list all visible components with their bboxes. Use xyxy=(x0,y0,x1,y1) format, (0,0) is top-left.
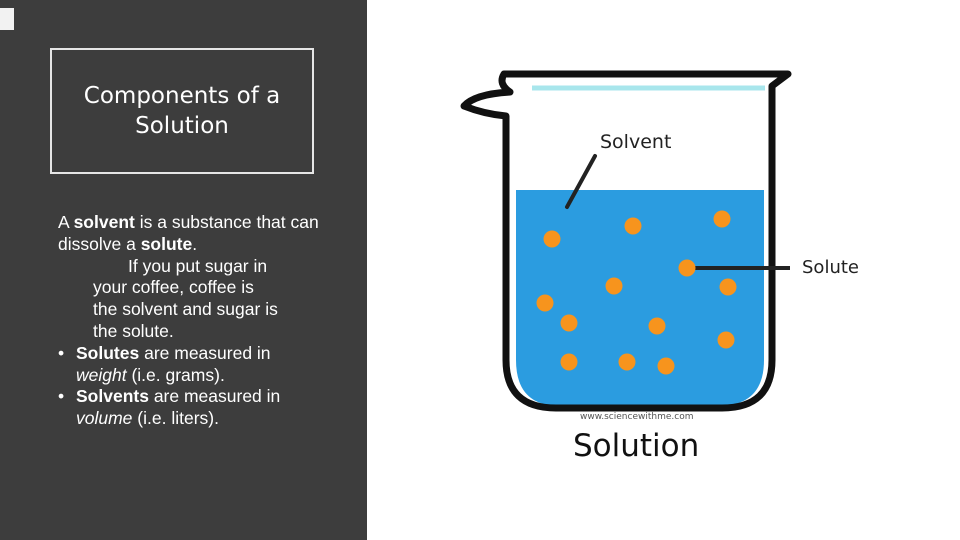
example-line-3: the solvent and sugar is xyxy=(93,299,278,320)
particle xyxy=(624,217,642,235)
solvent-pointer xyxy=(565,154,597,209)
particle xyxy=(648,317,666,335)
particle xyxy=(713,210,731,228)
left-panel: Components of a Solution A solvent is a … xyxy=(0,0,367,540)
title-box: Components of a Solution xyxy=(50,48,314,174)
beaker-diagram xyxy=(460,70,792,412)
particle xyxy=(717,331,735,349)
example-line-2: your coffee, coffee is xyxy=(93,277,254,298)
diagram-caption: Solution xyxy=(573,428,700,464)
bullet-marker: • xyxy=(58,342,65,363)
solute-label: Solute xyxy=(802,257,859,278)
body-text: A solvent is a substance that can dissol… xyxy=(58,212,358,430)
particle xyxy=(678,259,696,277)
solvent-label: Solvent xyxy=(600,131,672,153)
particle xyxy=(560,314,578,332)
watermark: www.sciencewithme.com xyxy=(580,412,694,422)
particle xyxy=(657,357,675,375)
solute-particles xyxy=(536,210,737,375)
particle xyxy=(605,277,623,295)
particle xyxy=(543,230,561,248)
example-line-4: the solute. xyxy=(93,320,174,341)
bullet-marker: • xyxy=(58,386,65,407)
particle xyxy=(536,294,554,312)
particle xyxy=(618,353,636,371)
solvent-term: solvent xyxy=(73,212,135,232)
particle xyxy=(560,353,578,371)
particle xyxy=(719,278,737,296)
beaker-outline xyxy=(460,70,792,412)
example-line-1: If you put sugar in xyxy=(128,255,268,276)
slide-title: Components of a Solution xyxy=(83,83,281,139)
solute-term: solute xyxy=(140,233,193,254)
liquid xyxy=(516,190,764,406)
corner-mark xyxy=(0,8,14,30)
intro-paragraph: A solvent is a substance that can dissol… xyxy=(58,212,319,254)
